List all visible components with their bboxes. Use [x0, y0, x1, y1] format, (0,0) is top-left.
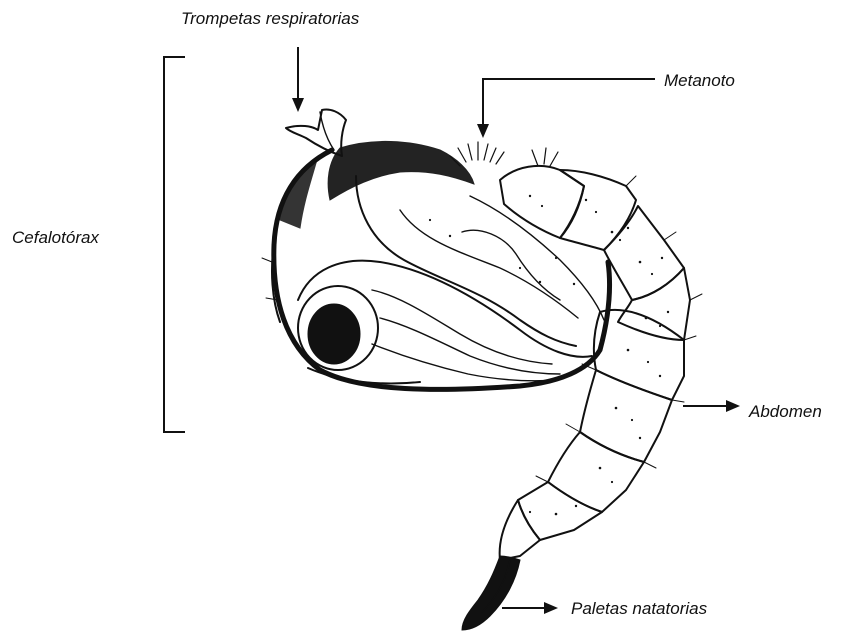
dorsal-shading [328, 141, 474, 200]
abdomen-stippling [429, 195, 669, 516]
abdomen-segment-8 [518, 482, 602, 540]
abdomen-segment-7 [548, 432, 644, 512]
pointer-respiratory-trumpets [292, 47, 304, 112]
swimming-paddle [462, 556, 520, 630]
abdomen-segment-3 [604, 206, 684, 300]
metanotum-bristles [450, 142, 558, 166]
compound-eye [308, 304, 360, 364]
label-metanotum: Metanoto [664, 71, 735, 90]
label-swimming-paddles: Paletas natatorias [571, 599, 708, 618]
label-cephalothorax: Cefalotórax [12, 228, 99, 247]
abdomen-segment-6 [580, 370, 672, 462]
abdomen-segment-2 [560, 170, 636, 250]
pointer-metanotum [477, 79, 655, 138]
abdomen-segment-4 [618, 268, 690, 340]
pointer-abdomen [683, 400, 740, 412]
label-respiratory-trumpets: Trompetas respiratorias [181, 9, 360, 28]
pointer-swimming-paddles [502, 602, 558, 614]
terminal-segment [500, 500, 540, 560]
cephalothorax-bracket [164, 57, 185, 432]
pupa-illustration [262, 109, 702, 630]
respiratory-trumpet [286, 109, 346, 156]
label-abdomen: Abdomen [748, 402, 822, 421]
